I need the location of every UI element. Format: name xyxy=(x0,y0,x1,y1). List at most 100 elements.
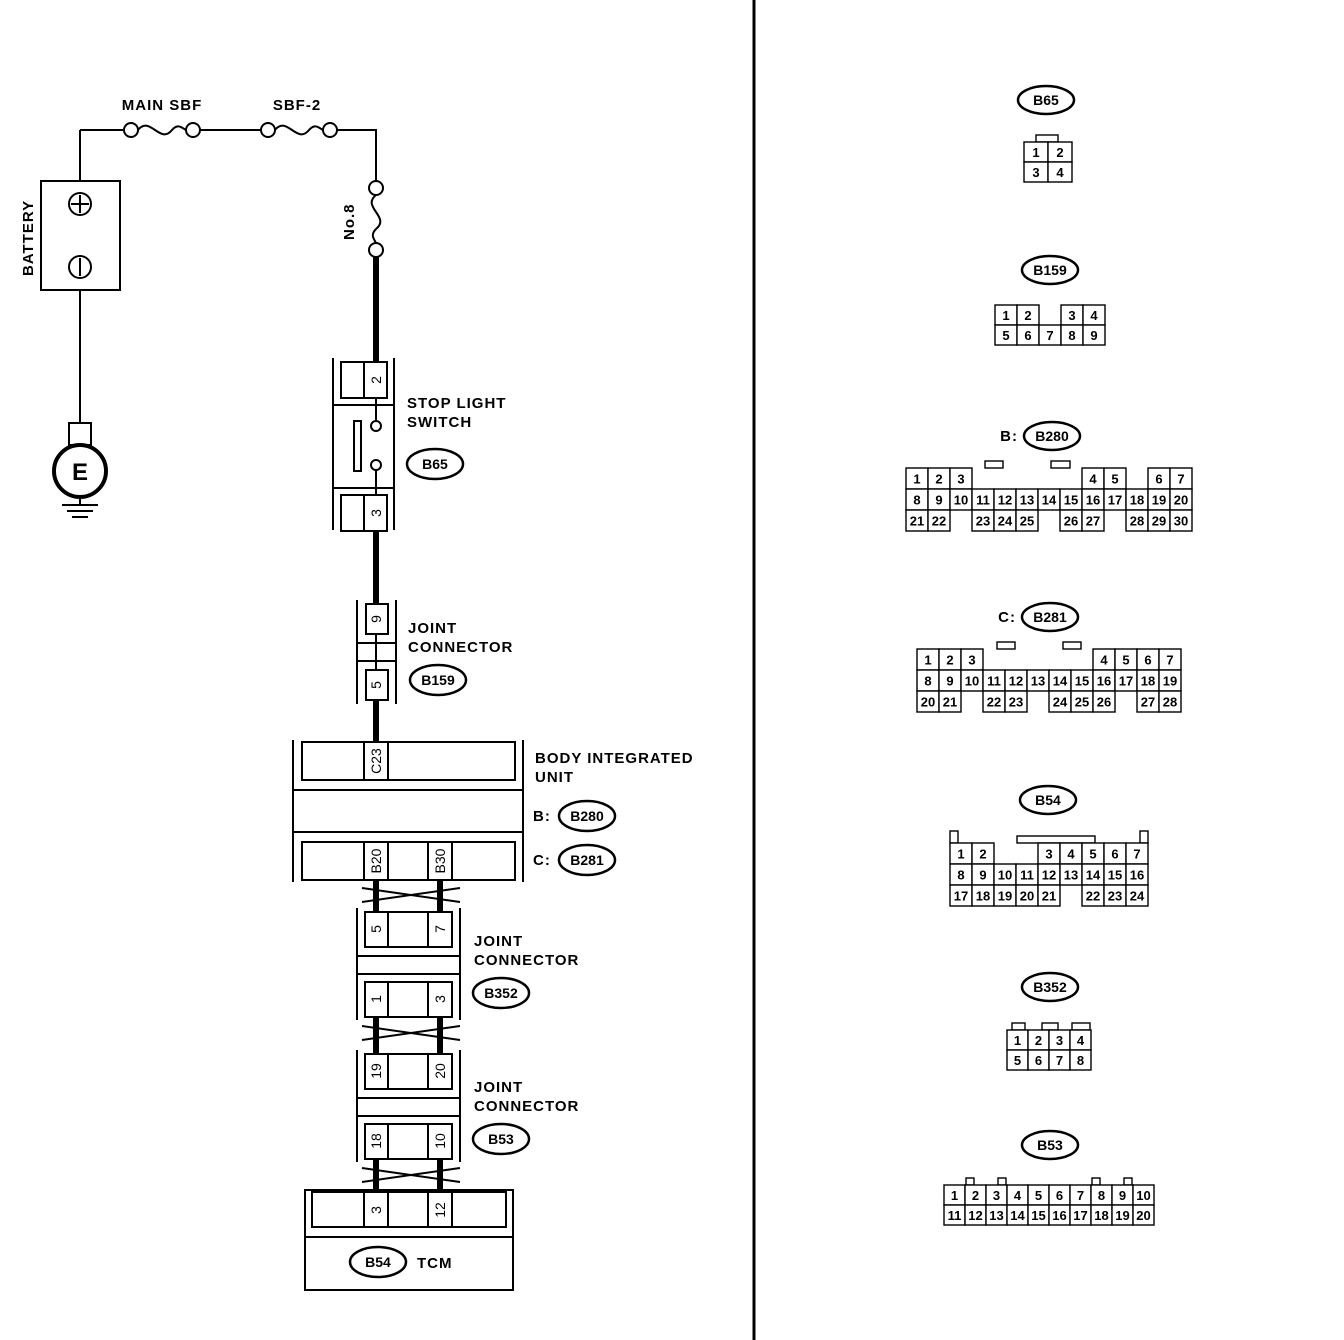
pin-number: 6 xyxy=(1144,653,1151,668)
b159-badge: B159 xyxy=(408,663,468,697)
svg-text:5: 5 xyxy=(368,681,384,689)
joint2-title-1: JOINT xyxy=(474,933,523,950)
pin-cell xyxy=(938,690,962,713)
pin-number: 23 xyxy=(976,514,990,529)
svg-text:3: 3 xyxy=(368,1206,384,1214)
b281-badge: B281 xyxy=(557,843,617,877)
connector-key xyxy=(1011,1022,1026,1031)
svg-text:C23: C23 xyxy=(368,748,384,774)
svg-text:B20: B20 xyxy=(368,848,384,873)
connector-view-label: B280 xyxy=(1035,428,1069,444)
pin-number: 15 xyxy=(1108,868,1122,883)
pin-number: 13 xyxy=(1031,674,1045,689)
connector-key xyxy=(984,460,1004,469)
pin-number: 22 xyxy=(932,514,946,529)
pin-number: 9 xyxy=(979,868,986,883)
pin-number: 4 xyxy=(1056,165,1064,180)
pin-number: 9 xyxy=(935,493,942,508)
pin-number: 20 xyxy=(1136,1208,1150,1223)
pin-number: 17 xyxy=(1119,674,1133,689)
pin-number: 14 xyxy=(1053,674,1068,689)
connector-key xyxy=(1041,1022,1059,1031)
pin-cell xyxy=(1015,509,1039,532)
pin-number: 12 xyxy=(998,493,1012,508)
b280-badge: B280 xyxy=(557,799,617,833)
pin-number: 1 xyxy=(1002,308,1009,323)
pin-number: 11 xyxy=(976,493,990,508)
pin-number: 7 xyxy=(1166,653,1173,668)
pin-number: 2 xyxy=(1056,145,1063,160)
connector-view-label: B53 xyxy=(1037,1137,1063,1153)
pin-number: 4 xyxy=(1067,847,1075,862)
pin-number: 1 xyxy=(1032,145,1039,160)
pin-number: 7 xyxy=(1056,1053,1063,1068)
svg-text:1: 1 xyxy=(368,995,384,1003)
pin-number: 12 xyxy=(1009,674,1023,689)
connector-view-badge: B54 xyxy=(1018,784,1078,816)
pin-cell xyxy=(1081,509,1105,532)
pin-number: 8 xyxy=(924,674,931,689)
biu-prefix-b: B: xyxy=(533,808,551,825)
pin-number: 17 xyxy=(954,889,968,904)
pin-number: 29 xyxy=(1152,514,1166,529)
pin-number: 24 xyxy=(1130,889,1145,904)
pin-number: 7 xyxy=(1077,1188,1084,1203)
main-sbf-fuse xyxy=(123,122,201,138)
connector-view-badge: B53 xyxy=(1020,1129,1080,1161)
pin-cell xyxy=(1169,509,1193,532)
pin-number: 15 xyxy=(1064,493,1078,508)
svg-text:18: 18 xyxy=(368,1133,384,1149)
ground-symbol: E xyxy=(52,422,108,518)
b65-badge: B65 xyxy=(405,447,465,481)
pin-number: 4 xyxy=(1089,472,1097,487)
twisted-pair-2 xyxy=(361,1017,461,1054)
pin-number: 9 xyxy=(1119,1188,1126,1203)
pin-number: 16 xyxy=(1052,1208,1066,1223)
pin-number: 8 xyxy=(957,868,964,883)
pin-number: 12 xyxy=(1042,868,1056,883)
pin-number: 4 xyxy=(1014,1188,1022,1203)
connector-key xyxy=(997,1177,1007,1186)
svg-text:7: 7 xyxy=(432,925,448,933)
pin-number: 3 xyxy=(1045,847,1052,862)
pin-number: 1 xyxy=(957,847,964,862)
joint-connector-b352: 5 7 1 3 xyxy=(356,908,461,1020)
pin-number: 2 xyxy=(1035,1033,1042,1048)
pin-cell xyxy=(927,509,951,532)
pin-number: 11 xyxy=(1020,868,1034,883)
connector-view-label: B54 xyxy=(1035,792,1061,808)
connector-view-label: B281 xyxy=(1033,609,1067,625)
connector-view-badge: B352 xyxy=(1020,971,1080,1003)
sbf2-label: SBF-2 xyxy=(273,97,321,114)
connector-view-label: B352 xyxy=(1033,979,1067,995)
pin-number: 25 xyxy=(1075,695,1089,710)
tcm-unit: 3 12 xyxy=(304,1189,514,1291)
pin-number: 2 xyxy=(972,1188,979,1203)
pin-number: 5 xyxy=(1014,1053,1021,1068)
connector-view-badge: B280 xyxy=(1022,420,1082,452)
pin-number: 7 xyxy=(1177,472,1184,487)
connector-key xyxy=(1071,1022,1091,1031)
pin-number: 19 xyxy=(1152,493,1166,508)
svg-text:3: 3 xyxy=(432,995,448,1003)
connector-view-label: B159 xyxy=(1033,262,1067,278)
svg-text:5: 5 xyxy=(368,925,384,933)
pin-cell xyxy=(1125,884,1149,907)
pin-number: 2 xyxy=(946,653,953,668)
pin-number: 14 xyxy=(1042,493,1057,508)
pin-number: 10 xyxy=(998,868,1012,883)
no8-fuse xyxy=(368,180,384,258)
pin-number: 4 xyxy=(1090,308,1098,323)
pin-number: 3 xyxy=(993,1188,1000,1203)
joint-connector-b53: 19 20 18 10 xyxy=(356,1050,461,1162)
connector-view-badge: B159 xyxy=(1020,254,1080,286)
pin-number: 19 xyxy=(1163,674,1177,689)
pin-number: 13 xyxy=(1020,493,1034,508)
svg-text:B53: B53 xyxy=(488,1131,514,1147)
pin-number: 2 xyxy=(979,847,986,862)
pin-number: 20 xyxy=(1020,889,1034,904)
svg-text:B54: B54 xyxy=(365,1254,391,1270)
